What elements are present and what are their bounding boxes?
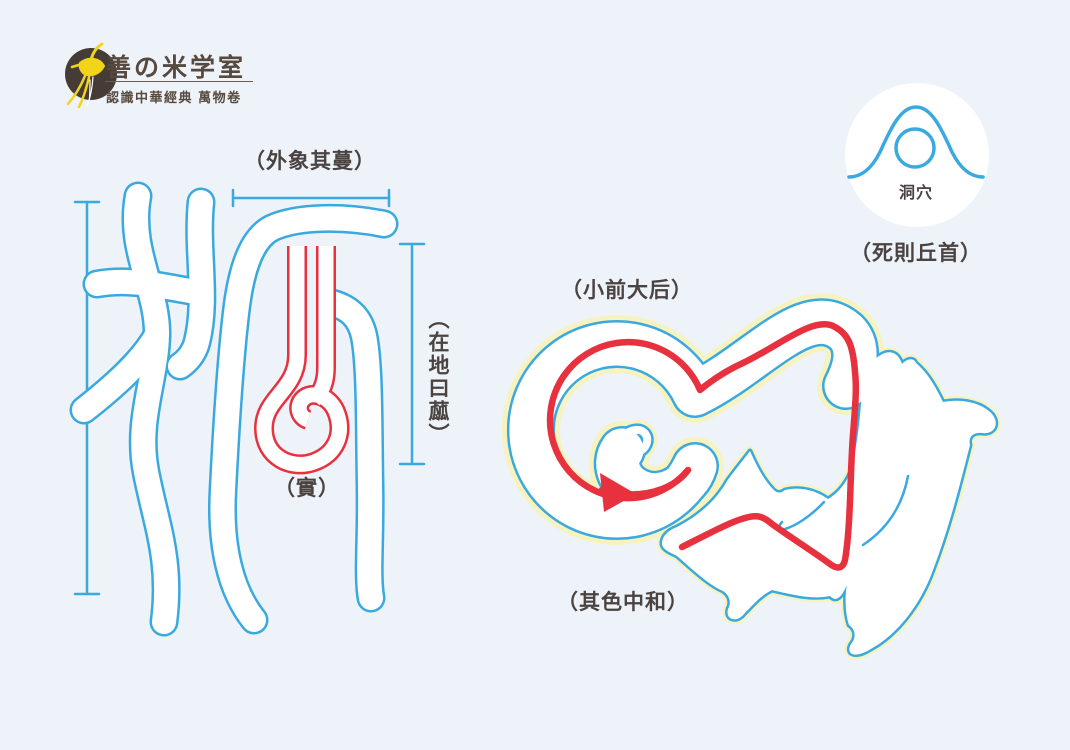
logo-subtitle: 認識中華經典 萬物卷 bbox=[106, 90, 242, 105]
fox-color-annotation: （其色中和） bbox=[557, 591, 689, 614]
logo-title: 善の米学室 bbox=[106, 53, 247, 82]
hole-circle bbox=[894, 127, 936, 169]
fox-body-fill bbox=[509, 300, 996, 655]
fruit-annotation: （實） bbox=[274, 477, 340, 500]
direction-arrow bbox=[546, 321, 860, 571]
logo-mark bbox=[65, 42, 117, 109]
fox-shape-annotation: （小前大后） bbox=[561, 279, 693, 302]
burrow-badge bbox=[845, 83, 989, 227]
melon-vine-glyph bbox=[69, 181, 399, 637]
fox-figure bbox=[501, 293, 1001, 660]
bird-icon bbox=[66, 42, 106, 109]
hill-curve bbox=[847, 105, 985, 179]
badge-circle bbox=[845, 83, 989, 227]
top-horizontal-measure bbox=[231, 188, 391, 208]
fox-hill-annotation: （死則丘首） bbox=[850, 242, 982, 265]
ground-fruit-annotation: （在地曰蓏） bbox=[426, 308, 449, 446]
arrowhead-icon bbox=[600, 473, 636, 512]
fox-inner-lines bbox=[778, 474, 910, 547]
vine-annotation: （外象其蔓） bbox=[244, 150, 376, 173]
right-vertical-measure bbox=[398, 242, 426, 466]
burrow-label: 洞穴 bbox=[898, 185, 934, 202]
logo-underline bbox=[105, 81, 253, 82]
fruit-loop bbox=[254, 246, 350, 475]
